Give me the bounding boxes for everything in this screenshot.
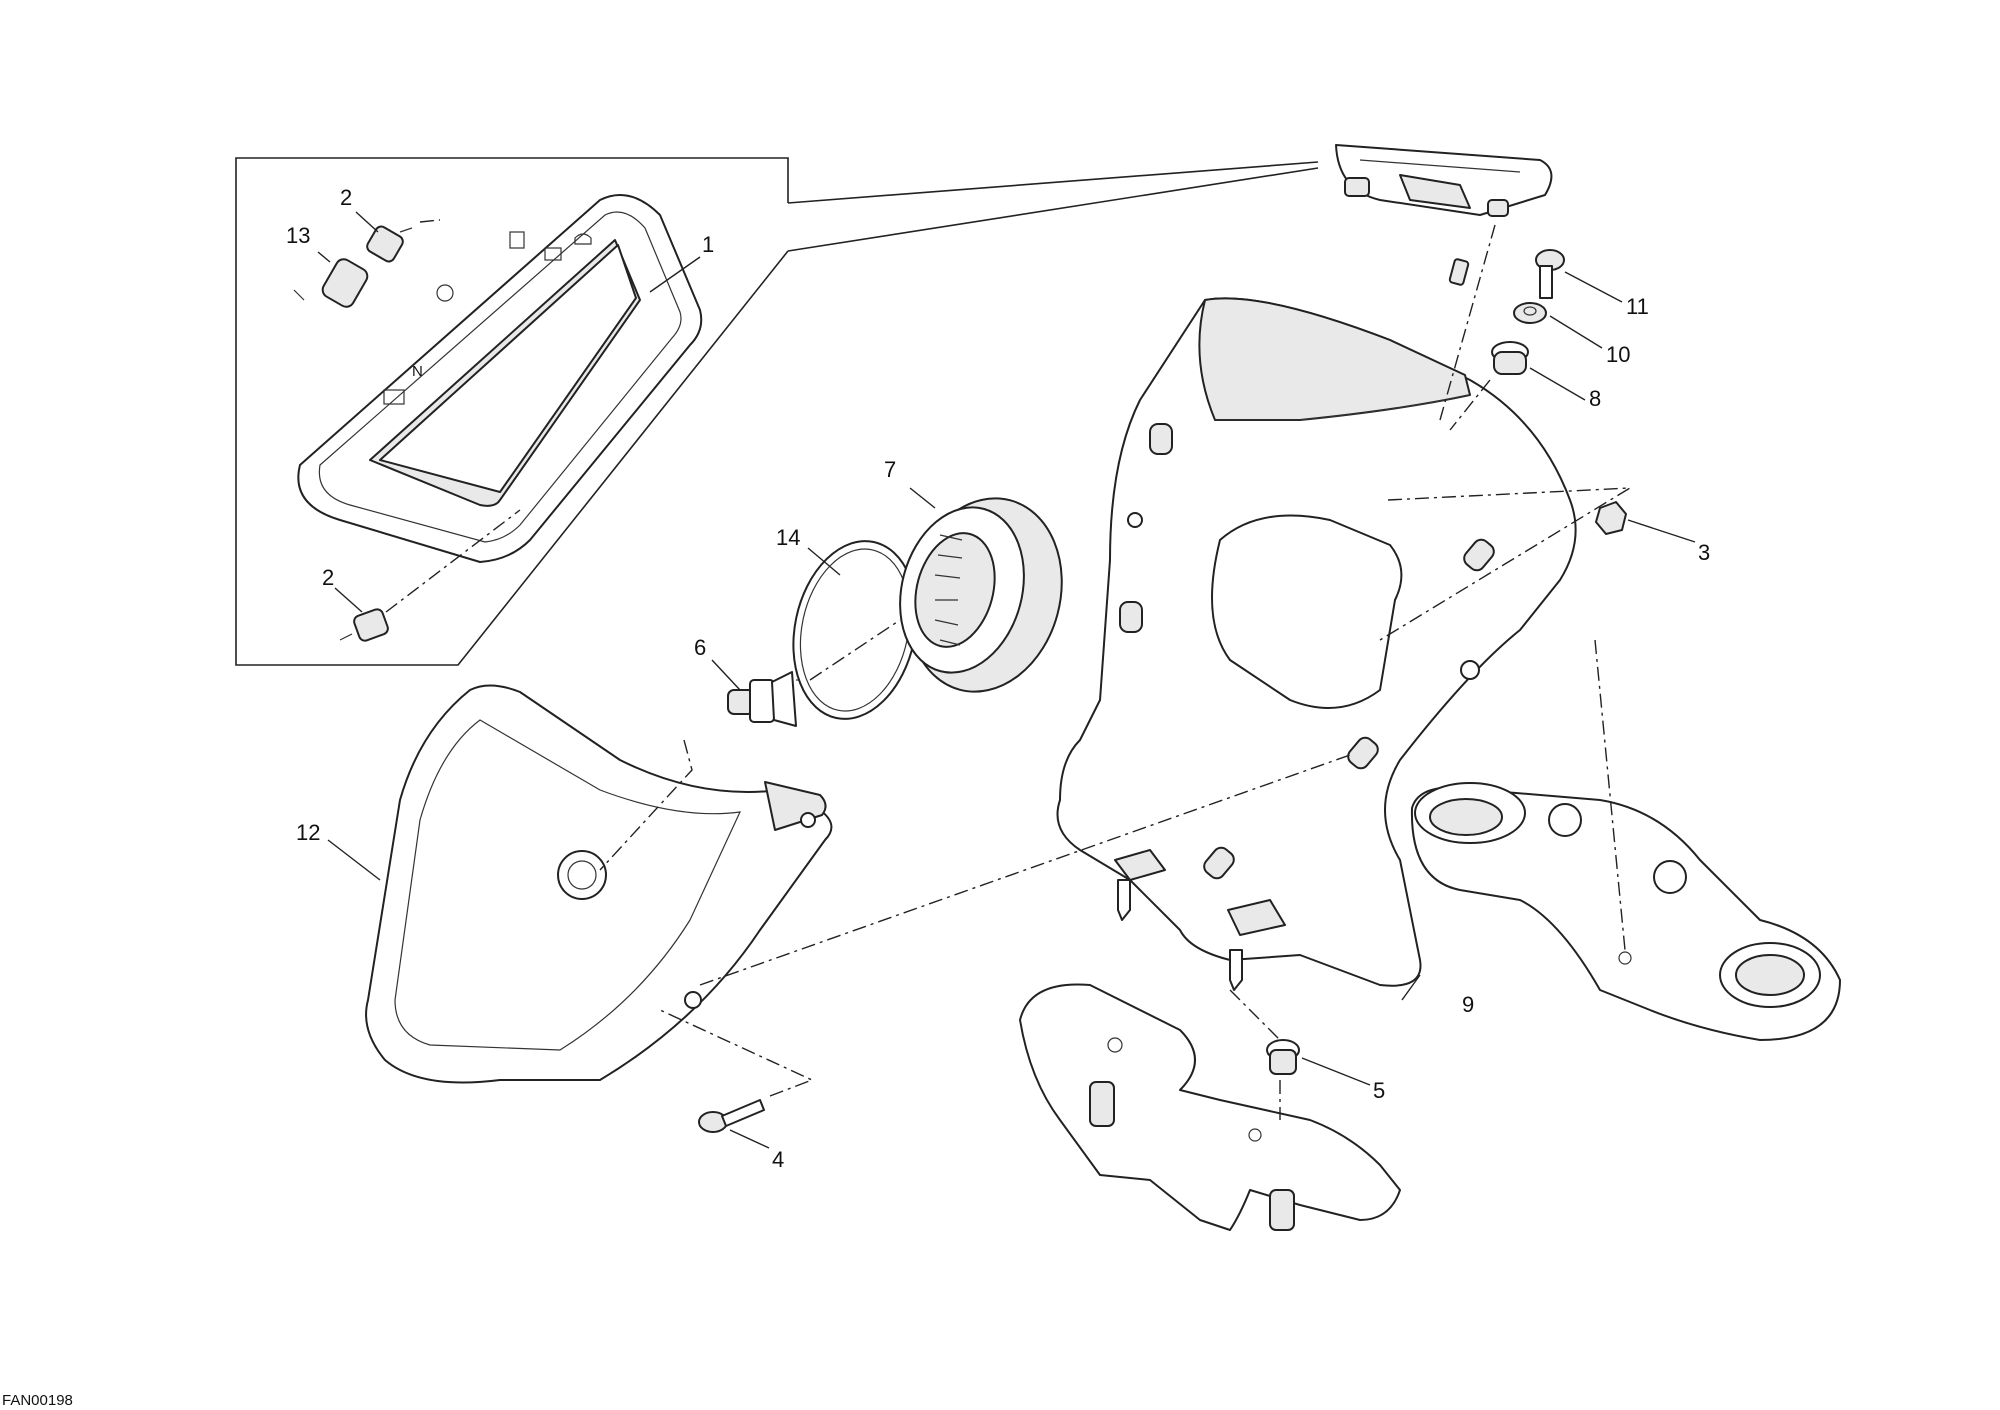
upper-triple-clamp (1410, 639, 1841, 1041)
callout-3: 3 (1698, 540, 1710, 565)
callout-1: 1 (702, 232, 714, 257)
callout-12: 12 (296, 820, 320, 845)
mount-stud-part-2-bottom (339, 509, 521, 642)
callout-2-bottom: 2 (322, 565, 334, 590)
dashboard-warning-icons: N (383, 231, 592, 405)
bracket-bushings (1119, 423, 1495, 880)
callout-9: 9 (1462, 992, 1474, 1017)
mount-stud-part-2-top (366, 219, 441, 263)
instrument-detail-inset (235, 157, 1319, 666)
callout-6: 6 (694, 635, 706, 660)
callout-7: 7 (884, 457, 896, 482)
o-ring-part-14 (792, 540, 918, 720)
adjuster-ring-part-7 (899, 497, 1063, 693)
assembly-lines (699, 754, 1351, 986)
callout-13: 13 (286, 223, 310, 248)
callout-5: 5 (1373, 1078, 1385, 1103)
grommet-part-5 (1229, 989, 1300, 1120)
lower-bracket (1019, 983, 1401, 1231)
nut-part-3 (1379, 487, 1631, 641)
instrument-rear-housing (1335, 144, 1553, 421)
instrument-panel-part-1: N (297, 194, 703, 563)
callout-11: 11 (1626, 294, 1649, 319)
callout-14: 14 (776, 525, 800, 550)
callout-2-top: 2 (340, 185, 352, 210)
drawing-code: FAN00198 (2, 1392, 73, 1409)
grommet-part-8 (1449, 341, 1529, 431)
screw-part-4 (659, 1009, 814, 1133)
rubber-mount-part-13 (293, 258, 369, 308)
bulb-part-6 (599, 671, 806, 871)
callout-4: 4 (772, 1147, 784, 1172)
neutral-icon: N (412, 363, 423, 380)
washer-part-10 (1513, 302, 1547, 324)
bracket-pegs (1114, 849, 1286, 991)
headlight-bracket-part-9 (1056, 297, 1577, 991)
leader-lines (317, 211, 1696, 1149)
callout-8: 8 (1589, 386, 1601, 411)
screw-part-11 (1535, 249, 1565, 299)
callout-10: 10 (1606, 342, 1630, 367)
callout-labels: 1 2 2 3 4 5 6 7 8 9 10 11 12 13 14 (286, 185, 1710, 1172)
headlight-housing-part-12 (365, 684, 833, 1084)
